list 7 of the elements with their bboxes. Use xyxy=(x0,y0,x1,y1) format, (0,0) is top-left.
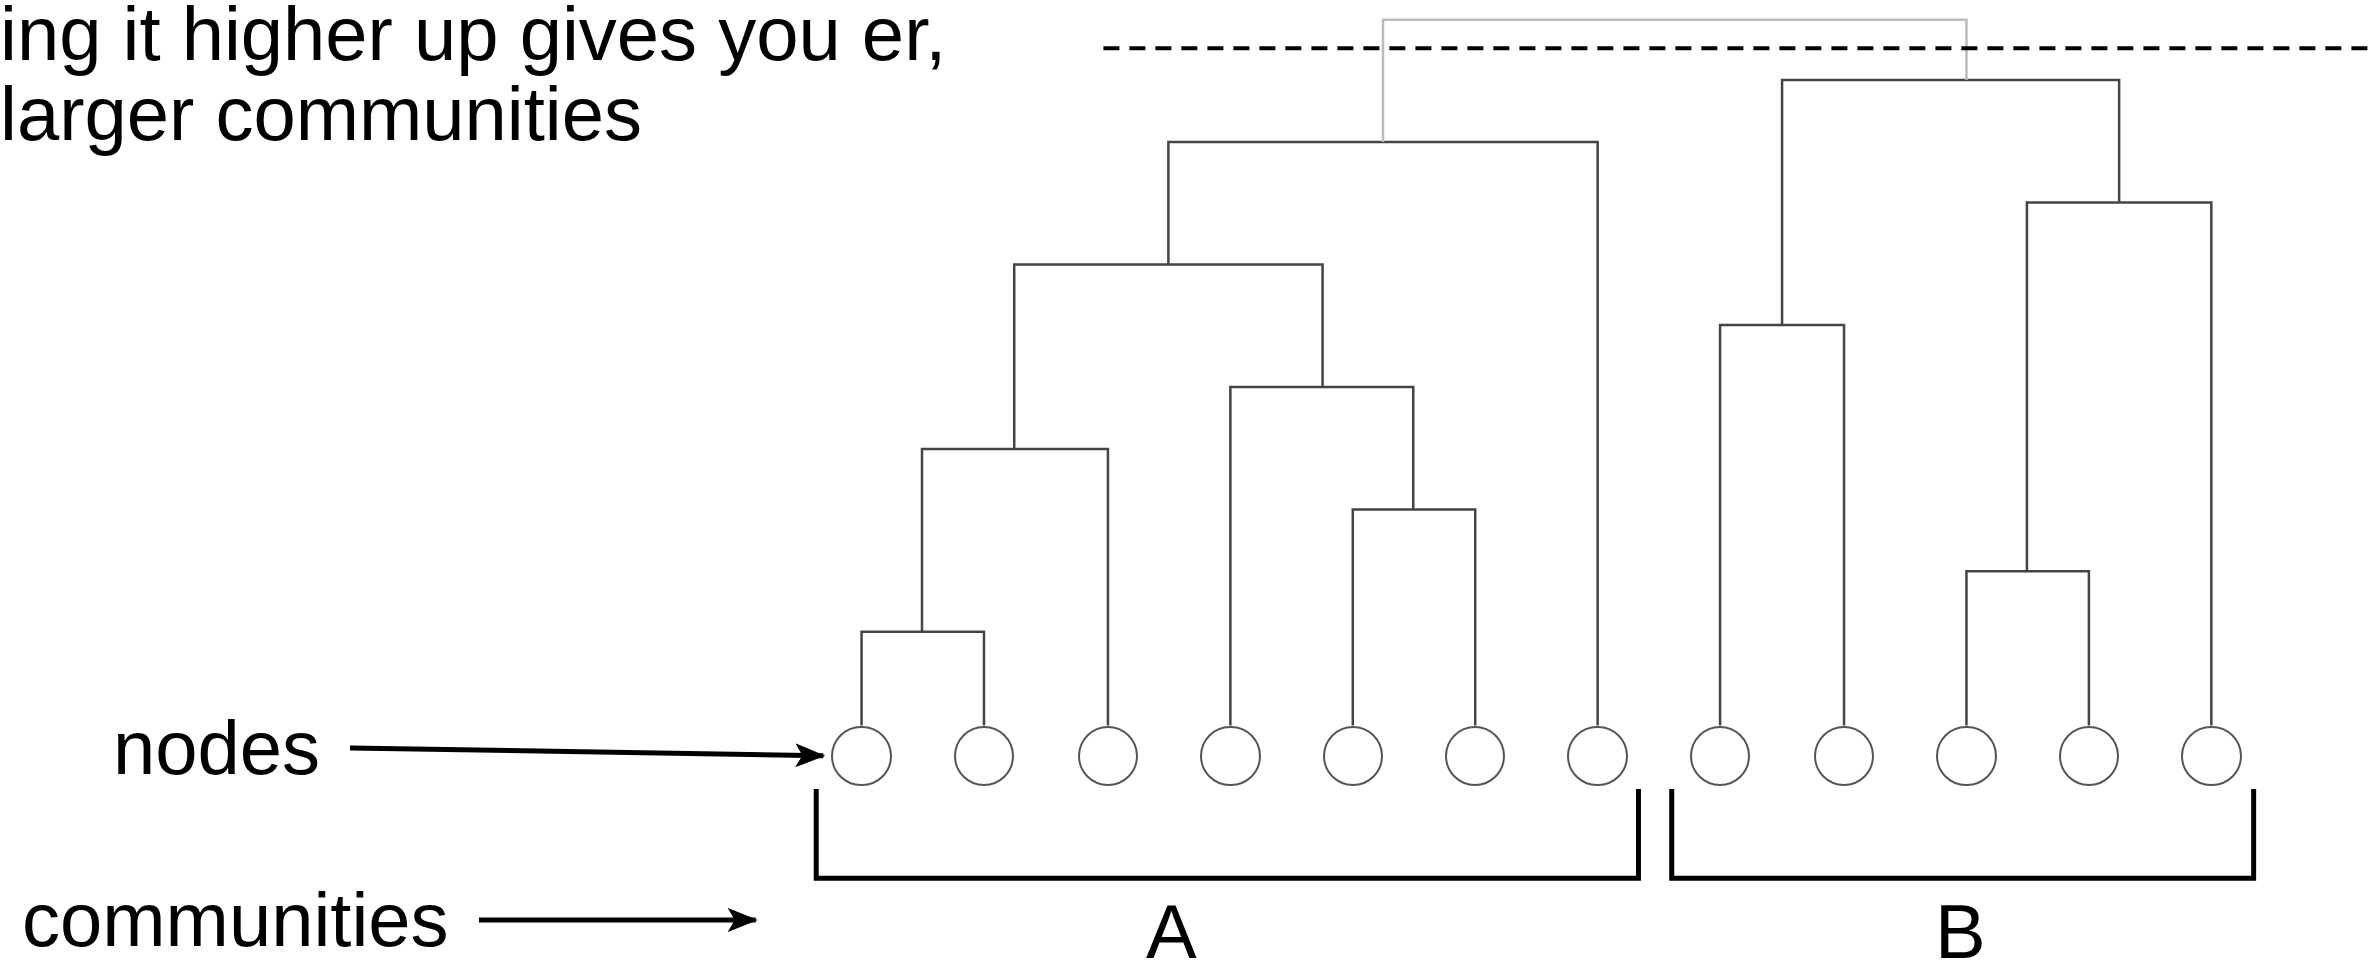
callout-text: nodes xyxy=(113,708,321,788)
community-label: A xyxy=(1145,891,1197,966)
caption-text: ing it higher up gives you er, larger communities xyxy=(0,0,948,154)
arrow xyxy=(349,743,826,768)
community-label: B xyxy=(1934,891,1986,966)
callout-text: communities xyxy=(22,880,449,960)
arrow xyxy=(479,908,758,932)
